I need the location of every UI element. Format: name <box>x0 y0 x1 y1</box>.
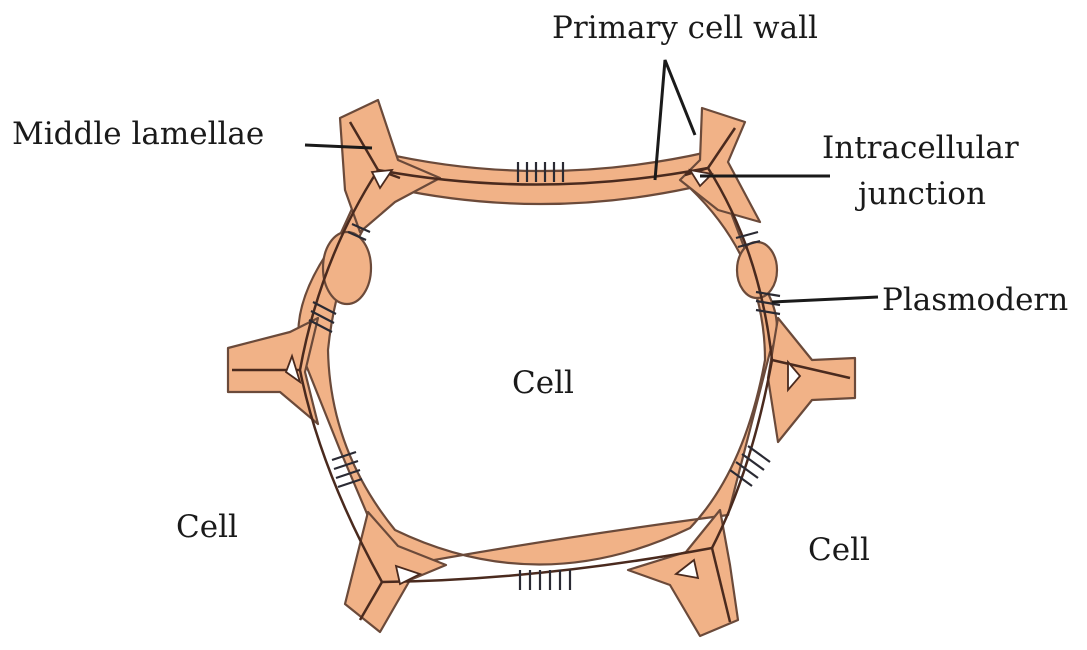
wall-lobe-upper-left <box>323 232 371 304</box>
label-junction: junction <box>855 176 986 212</box>
label-cell-left: Cell <box>176 509 238 545</box>
label-cell-right: Cell <box>808 532 870 568</box>
label-cell-center: Cell <box>512 365 574 401</box>
label-middle-lamellae: Middle lamellae <box>12 116 264 152</box>
leader-plasmodern <box>772 297 878 302</box>
label-plasmodern: Plasmodern <box>882 282 1068 318</box>
label-intracellular: Intracellular <box>822 130 1019 166</box>
label-primary-cell-wall: Primary cell wall <box>552 10 818 46</box>
wall-lobe-upper-right <box>737 242 777 298</box>
junction-right <box>768 318 855 442</box>
